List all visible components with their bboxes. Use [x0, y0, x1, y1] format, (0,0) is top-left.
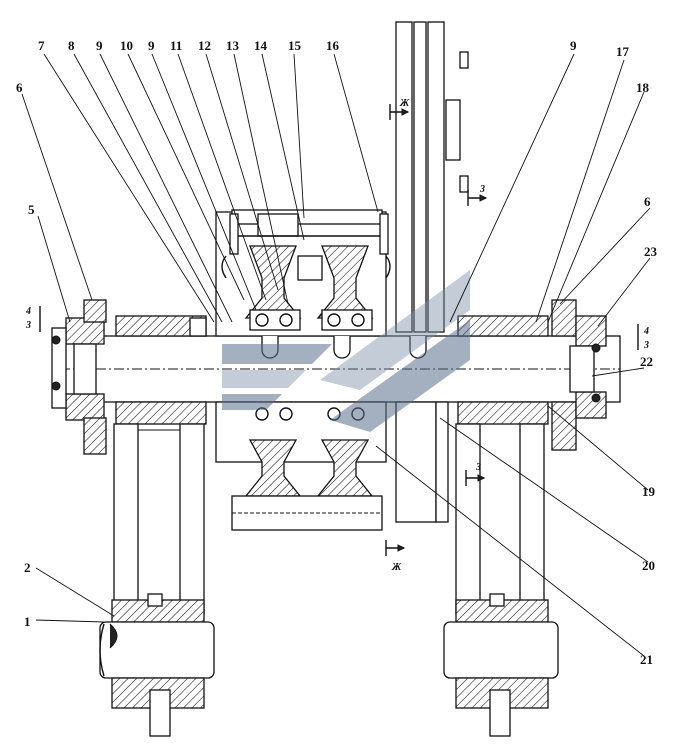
- leader-lines: [21, 53, 651, 657]
- callout-23: 23: [644, 244, 658, 259]
- section-zh-bottom: Ж: [391, 562, 402, 573]
- callout-16: 16: [326, 38, 340, 53]
- section-right-lower: 3: [643, 340, 649, 351]
- callout-20: 20: [642, 558, 655, 573]
- callout-12: 12: [198, 38, 211, 53]
- callout-14: 14: [254, 38, 268, 53]
- section-right-upper: 4: [643, 326, 649, 337]
- section-z-top: 3: [479, 184, 485, 195]
- gearbox-upper: [215, 209, 391, 337]
- callout-labels: 7 8 9 10 9 11 12 13 14 15 16 9 17 18 6 5…: [16, 38, 658, 667]
- callout-9b: 9: [148, 38, 155, 53]
- callout-9c: 9: [570, 38, 577, 53]
- callout-21: 21: [640, 652, 653, 667]
- section-marks: Ж 3 3 Ж 4 3 4 3: [25, 98, 649, 573]
- sprocket-stack: [395, 21, 469, 523]
- section-left-lower: 3: [25, 320, 31, 331]
- callout-11: 11: [170, 38, 182, 53]
- callout-8: 8: [68, 38, 75, 53]
- callout-7: 7: [38, 38, 45, 53]
- callout-10: 10: [120, 38, 133, 53]
- watermark-logo: [222, 270, 470, 432]
- callout-15: 15: [288, 38, 302, 53]
- callout-6-left: 6: [16, 80, 23, 95]
- callout-5: 5: [28, 202, 35, 217]
- callout-2: 2: [24, 560, 31, 575]
- callout-17: 17: [616, 44, 630, 59]
- right-flange: [457, 315, 549, 425]
- callout-13: 13: [226, 38, 240, 53]
- callout-6-right: 6: [644, 194, 651, 209]
- section-z-bottom: 3: [475, 462, 481, 473]
- callout-9a: 9: [96, 38, 103, 53]
- left-flange: [115, 315, 207, 425]
- callout-1: 1: [24, 614, 31, 629]
- section-zh-top: Ж: [399, 98, 410, 109]
- right-lower-hub: [443, 593, 559, 737]
- callout-22: 22: [640, 354, 653, 369]
- left-arm: [113, 423, 205, 615]
- left-lower-hub: [99, 593, 215, 737]
- left-end-cap: [51, 299, 107, 455]
- callout-18: 18: [636, 80, 650, 95]
- callout-19: 19: [642, 484, 656, 499]
- section-left-upper: 4: [25, 306, 31, 317]
